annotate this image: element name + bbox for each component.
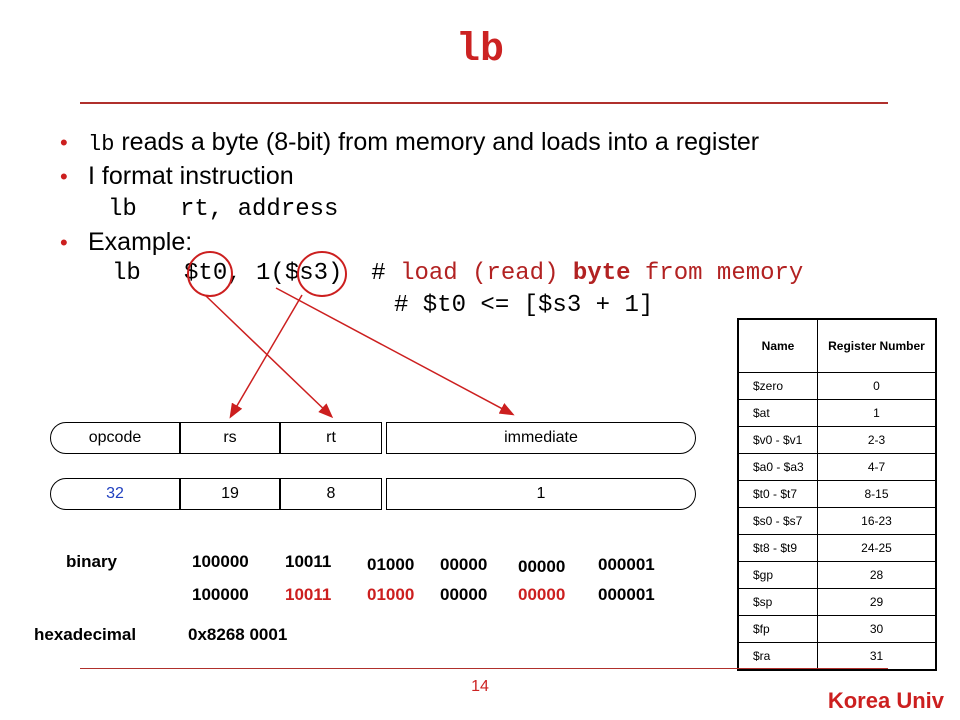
binary-row-1-rs: 10011 <box>285 552 332 571</box>
field-immediate: immediate <box>386 422 696 454</box>
binary-row-1-imm-c: 000001 <box>598 555 655 574</box>
comment-text-byte: byte <box>572 260 631 287</box>
register-table-header: Name Register Number <box>737 318 937 373</box>
bullet-3: • Example: <box>60 228 192 257</box>
register-number: 8-15 <box>817 480 937 508</box>
arrow-to-rt <box>205 295 334 419</box>
binary-label: binary <box>66 552 118 571</box>
binary-row-1-imm-b: 00000 <box>518 557 566 576</box>
header-name: Name <box>737 318 818 373</box>
register-number: 4-7 <box>817 453 937 481</box>
page-number: 14 <box>471 678 489 695</box>
register-name: $v0 - $v1 <box>737 426 818 454</box>
register-name: $zero <box>737 372 818 400</box>
format-syntax: lb rt, address <box>108 196 339 223</box>
register-name: $gp <box>737 561 818 589</box>
bullet-dot-icon: • <box>60 130 68 155</box>
binary-row-2-rt: 01000 <box>367 585 414 605</box>
register-name: $t0 - $t7 <box>737 480 818 508</box>
bullet-1-text: reads a byte (8-bit) from memory and loa… <box>114 128 760 156</box>
circle-s3-highlight <box>297 251 347 297</box>
brand-logo-text: Korea Univ <box>827 688 944 713</box>
register-name: $sp <box>737 588 818 616</box>
binary-row-1-rt: 01000 <box>367 555 415 574</box>
binary-row-2-rs: 10011 <box>285 585 332 604</box>
slide-title: lb <box>455 28 504 73</box>
register-number: 0 <box>817 372 937 400</box>
register-name: $t8 - $t9 <box>737 534 818 562</box>
register-number: 29 <box>817 588 937 616</box>
comment-text-2: from memory <box>630 260 804 287</box>
header-register-number: Register Number <box>817 318 937 373</box>
register-name: $ra <box>737 642 818 671</box>
title-divider <box>80 102 888 104</box>
register-name: $s0 - $s7 <box>737 507 818 535</box>
binary-row-2-imm-b: 00000 <box>518 585 566 604</box>
arrow-to-immediate <box>275 287 515 416</box>
binary-row-1-imm-a: 00000 <box>440 555 488 574</box>
register-name: $fp <box>737 615 818 643</box>
register-number: 30 <box>817 615 937 643</box>
field-rt: rt <box>280 422 382 454</box>
value-immediate: 1 <box>386 478 696 510</box>
value-opcode: 32 <box>50 478 180 510</box>
bullet-2: • I format instruction <box>60 162 294 191</box>
register-number: 24-25 <box>817 534 937 562</box>
hexadecimal-label: hexadecimal <box>34 625 137 644</box>
value-rt: 8 <box>280 478 382 510</box>
bullet-1-code: lb <box>88 132 115 157</box>
example-line-1: lb $t0, 1($s3) # load (read) byte from m… <box>112 260 803 287</box>
binary-row-1-opcode: 100000 <box>192 552 249 571</box>
hexadecimal-value: 0x8268 0001 <box>188 625 288 644</box>
bullet-dot-icon: • <box>60 164 68 189</box>
arrow-to-rs <box>229 294 303 419</box>
bullet-dot-icon: • <box>60 230 68 255</box>
binary-row-2-opcode: 100000 <box>192 585 249 604</box>
comment-hash: # <box>371 260 401 287</box>
bullet-1: • lb reads a byte (8-bit) from memory and… <box>60 128 759 157</box>
register-name: $a0 - $a3 <box>737 453 818 481</box>
bullet-3-text: Example: <box>88 228 193 256</box>
footer-divider <box>80 668 888 669</box>
bullet-2-text: I format instruction <box>88 162 294 190</box>
binary-row-2-imm-a: 00000 <box>440 585 488 604</box>
field-opcode: opcode <box>50 422 180 454</box>
binary-row-2-rt-text: 01000 <box>367 585 415 604</box>
register-number: 2-3 <box>817 426 937 454</box>
register-number: 16-23 <box>817 507 937 535</box>
example-line-2: # $t0 <= [$s3 + 1] <box>394 292 654 319</box>
register-name: $at <box>737 399 818 427</box>
binary-row-2-imm-c: 000001 <box>598 585 655 604</box>
field-rs: rs <box>180 422 280 454</box>
comment-text-1: load (read) <box>400 260 573 287</box>
register-number: 28 <box>817 561 937 589</box>
circle-t0-highlight <box>187 251 233 297</box>
register-number: 31 <box>817 642 937 671</box>
register-number: 1 <box>817 399 937 427</box>
value-rs: 19 <box>180 478 280 510</box>
